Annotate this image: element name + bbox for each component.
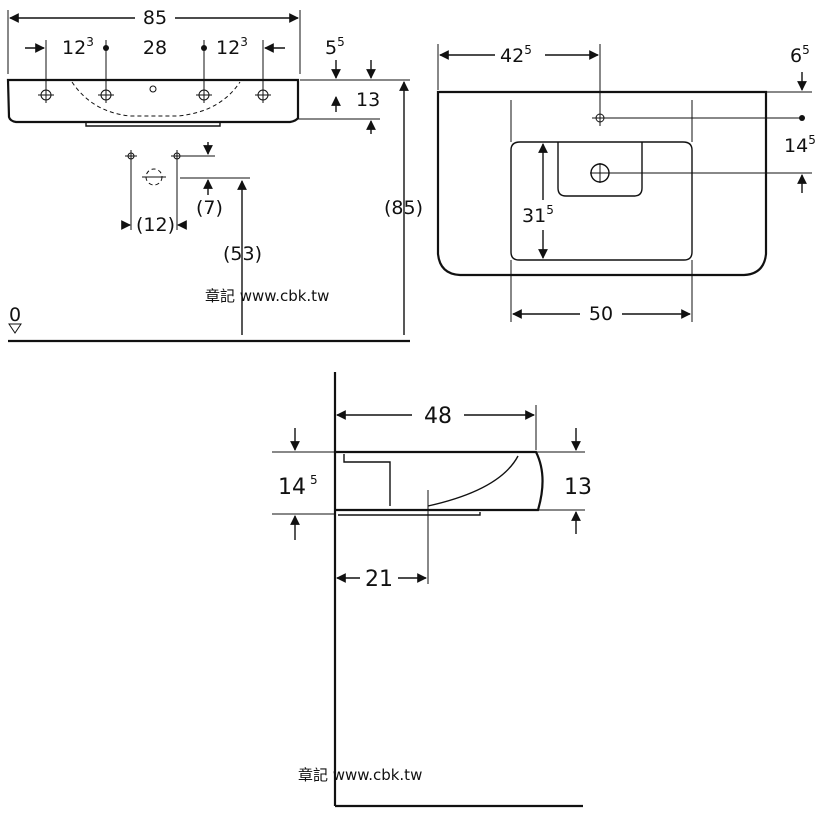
dim-tap-offset: 425: [500, 43, 532, 67]
bowl-top-outline: [510, 141, 693, 261]
dim-top-offset: 55: [325, 35, 345, 59]
dim-bowl-width: 50: [589, 303, 613, 325]
dim-hole-spacing-right: 123: [216, 35, 248, 59]
dim-depth: 145: [784, 133, 816, 157]
dim-anchor-spacing: (12): [136, 214, 175, 236]
dim-rim-height: 13: [356, 89, 380, 111]
dim-total-height: (85): [384, 197, 423, 219]
dim-bowl-depth: 315: [522, 203, 554, 227]
dim-hole-spacing-left: 123: [62, 35, 94, 59]
dim-projection: 48: [424, 404, 452, 429]
dim-back-height: 13: [564, 475, 592, 500]
dim-anchor-height: (53): [223, 243, 262, 265]
soap-tray: [557, 142, 643, 197]
watermark-bottom: 章記 www.cbk.tw: [298, 766, 422, 784]
watermark-top: 章記 www.cbk.tw: [205, 287, 329, 305]
basin-top-outline: [436, 90, 768, 277]
dim-hole-spacing-mid: 28: [143, 37, 167, 59]
tap-hole-icon: [592, 110, 608, 126]
dim-edge-offset: 65: [790, 43, 810, 67]
dim-drain-offset: 21: [365, 567, 393, 592]
front-view: 85 123 28 123 55 13 (85): [6, 7, 423, 343]
bowl-hidden-line: [71, 81, 241, 117]
dim-overall-width: 85: [143, 7, 167, 29]
dim-anchor-offset: (7): [196, 197, 223, 219]
top-view: 425 65 145 315 50: [436, 43, 816, 325]
drain-hole-icon: [149, 85, 157, 93]
basin-front-outline: [6, 78, 300, 124]
anchor-bolt-icon: [125, 150, 137, 162]
floor-level-label: 0: [9, 304, 21, 326]
floor-level-icon: [8, 323, 22, 334]
basin-side-outline: [335, 450, 544, 512]
